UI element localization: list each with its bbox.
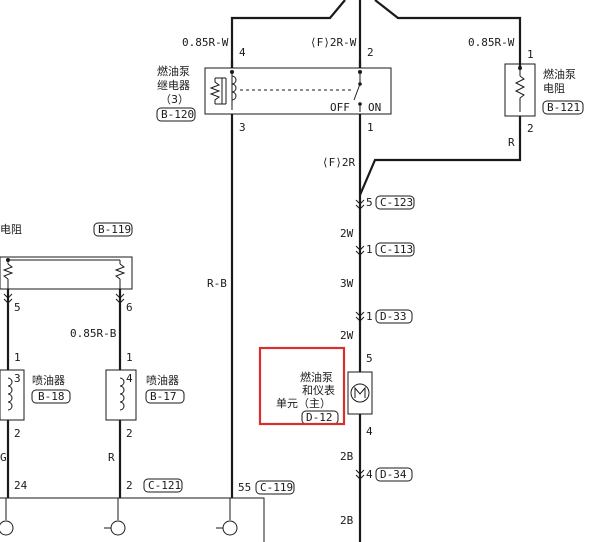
- resistor-left-pin-5: 5: [14, 301, 21, 314]
- fuel-pump-relay: [204, 60, 392, 120]
- wire-label-3w: 3W: [340, 277, 354, 290]
- wire-label-085rb: 0.85R-B: [70, 327, 117, 340]
- injector-b18-pin-2: 2: [14, 427, 21, 440]
- injector-b17-pin-1: 1: [126, 351, 133, 364]
- relay-pin-2: 2: [367, 46, 374, 59]
- resistor-left-name: 电阻: [0, 223, 22, 236]
- injector-b18-name: 喷油器: [32, 373, 65, 387]
- resistor-right-connector-code: B-121: [547, 101, 580, 114]
- ecu-pin-24: 24: [14, 479, 28, 492]
- wire-label-2w-b: 2W: [340, 329, 354, 342]
- injector-b18-code: B-18: [38, 390, 65, 403]
- wire-label-r-right: R: [508, 136, 515, 149]
- wire-label-rb: R-B: [207, 277, 227, 290]
- c119-tag: [255, 480, 295, 495]
- d34-code: D-34: [380, 468, 407, 481]
- injector-b17-name: 喷油器: [146, 373, 179, 387]
- fuel-pump-pin-5: 5: [366, 352, 373, 365]
- d34-pin: 4: [366, 468, 373, 481]
- relay-pin-3: 3: [239, 121, 246, 134]
- resistor-right-name-line1: 燃油泵: [543, 67, 576, 81]
- d33-pin: 1: [366, 310, 373, 323]
- highlight-box: [258, 346, 346, 426]
- wire-label-2w-a: 2W: [340, 227, 354, 240]
- wire-label-f2r: ⟨F⟩2R: [322, 156, 355, 169]
- relay-connector-tag: [156, 107, 196, 122]
- wire-label-2b-a: 2B: [340, 450, 354, 463]
- c113-tag: [375, 242, 415, 257]
- c113-pin: 1: [366, 243, 373, 256]
- fuel-pump-name-line2: 和仪表: [302, 383, 335, 397]
- c123-tag: [375, 195, 415, 210]
- relay-pin-4: 4: [239, 46, 246, 59]
- relay-name-line3: （3）: [160, 93, 189, 106]
- fuel-pump-resistor: [358, 63, 536, 196]
- resistor-left-pin-6: 6: [126, 301, 133, 314]
- resistor-left-code: B-119: [98, 223, 131, 236]
- wire-label-r-injector: R: [108, 451, 115, 464]
- c121-tag: [143, 478, 183, 493]
- top-wires: [230, 0, 522, 68]
- injector-b18-tag: [31, 389, 71, 404]
- injector-b17: [105, 369, 137, 421]
- c123-pin: 5: [366, 196, 373, 209]
- wire-label-f2rw: ⟨F⟩2R-W: [310, 36, 357, 49]
- relay-pin-1: 1: [367, 121, 374, 134]
- resistor-left-tag: [93, 222, 133, 237]
- resistor-right-connector-tag: [542, 100, 584, 115]
- relay-name-line2: 继电器: [157, 79, 190, 92]
- c121-code: C-121: [148, 479, 181, 492]
- fuel-pump-name-line3: 单元（主）: [276, 397, 331, 410]
- resistor-right-name-line2: 电阻: [543, 82, 565, 95]
- fuel-pump-motor: [347, 371, 373, 415]
- c113-code: C-113: [380, 243, 413, 256]
- wire-label-085rw-left: 0.85R-W: [182, 36, 229, 49]
- c123-code: C-123: [380, 196, 413, 209]
- resistor-right-pin-1: 1: [527, 48, 534, 61]
- injector-b18-pin-3: 3: [14, 372, 21, 385]
- d33-code: D-33: [380, 310, 407, 323]
- wire-label-g-left: G: [0, 451, 7, 464]
- injector-b17-pin-2: 2: [126, 427, 133, 440]
- injector-b17-tag: [145, 389, 185, 404]
- wire-label-2b-b: 2B: [340, 514, 354, 527]
- injector-b18-pin-1: 1: [14, 351, 21, 364]
- relay-off-label: OFF: [330, 101, 350, 114]
- fuel-pump-pin-4: 4: [366, 425, 373, 438]
- injector-b17-code: B-17: [150, 390, 177, 403]
- center-wire: [355, 120, 365, 542]
- ecu-box: [0, 497, 265, 542]
- injector-b17-pin-4: 4: [126, 372, 133, 385]
- injector-b18: [0, 369, 25, 421]
- relay-name-line1: 燃油泵: [157, 64, 190, 78]
- relay-on-label: ON: [368, 101, 381, 114]
- d33-tag: [375, 309, 413, 324]
- resistor-right-pin-2: 2: [527, 122, 534, 135]
- c119-code: C-119: [260, 481, 293, 494]
- fuel-pump-connector-code: D-12: [306, 411, 333, 424]
- wire-label-085rw-right: 0.85R-W: [468, 36, 515, 49]
- fuel-pump-name-line1: 燃油泵: [300, 370, 333, 384]
- relay-connector-code: B-120: [161, 108, 194, 121]
- c119-pin: 55: [238, 481, 251, 494]
- c121-pin: 2: [126, 479, 133, 492]
- d34-tag: [375, 467, 413, 482]
